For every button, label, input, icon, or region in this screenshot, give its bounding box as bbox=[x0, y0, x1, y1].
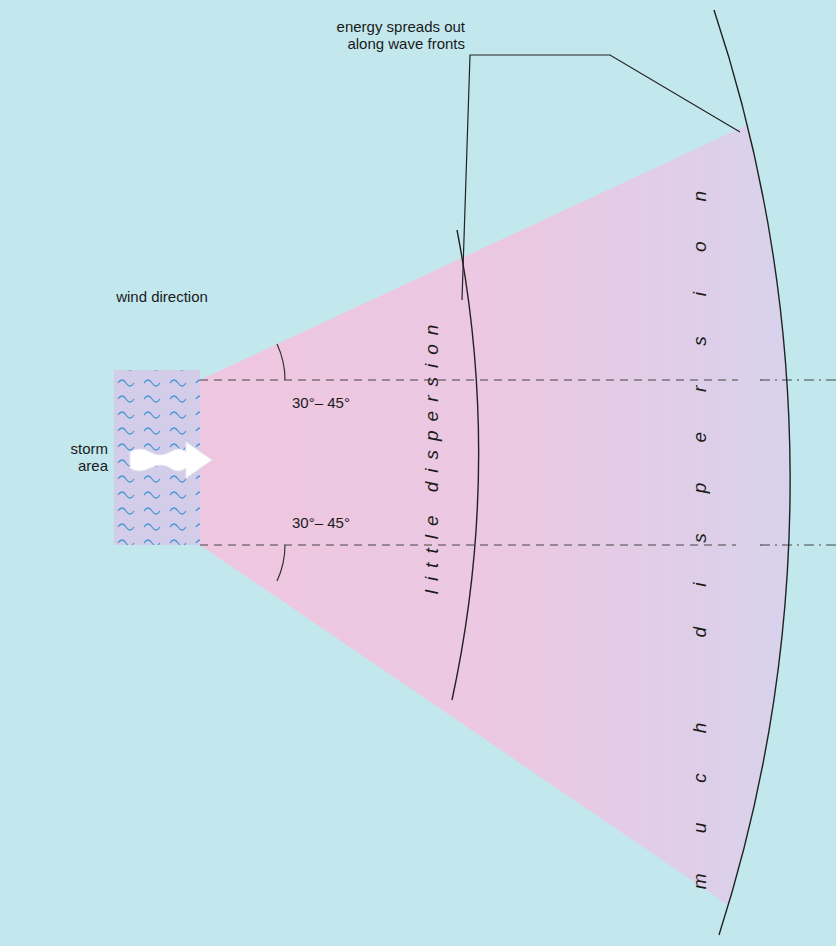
wave-front-far bbox=[714, 10, 790, 935]
wind-label: wind direction bbox=[112, 288, 212, 305]
storm-label: storm area bbox=[40, 440, 108, 475]
dispersion-label: little dispersion bbox=[421, 316, 443, 595]
dash-dot-line bbox=[760, 544, 836, 545]
angle-arc bbox=[277, 545, 285, 581]
wave-fan bbox=[200, 125, 790, 905]
dispersion-label: much dispersion bbox=[689, 151, 711, 889]
note-label: energy spreads out along wave fronts bbox=[305, 18, 465, 53]
dash-dot-line bbox=[760, 379, 836, 380]
wave-front-near bbox=[452, 230, 478, 700]
dashed-line bbox=[200, 379, 738, 380]
angle-arc bbox=[277, 344, 285, 380]
dashed-line bbox=[200, 544, 736, 545]
wind-arrow bbox=[130, 442, 212, 478]
angle-label: 30°– 45° bbox=[292, 394, 382, 411]
angle-label: 30°– 45° bbox=[292, 514, 382, 531]
